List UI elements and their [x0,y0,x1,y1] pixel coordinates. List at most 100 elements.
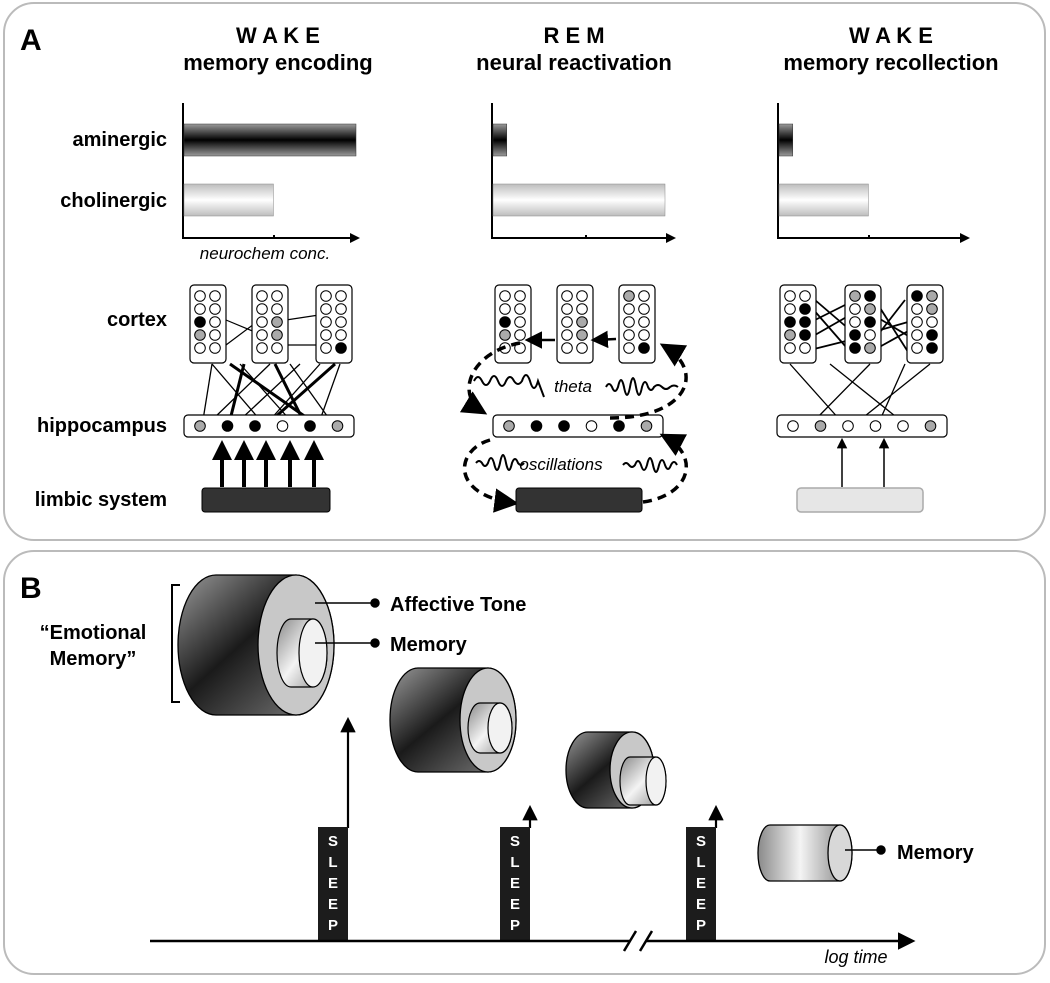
cortex-neuron [256,303,268,315]
sleep-letter: E [696,875,706,892]
cortex-neuron [514,290,526,302]
cortex-neuron [271,342,283,354]
row-label-limbic: limbic system [35,489,167,511]
time-axis [150,930,916,952]
cortex-neuron [499,303,511,315]
cortex-neuron [209,316,221,328]
cortex-neuron [623,329,635,341]
hippocampus-neuron [613,420,625,432]
cortex-neuron [864,303,876,315]
neurochem-bars [183,123,869,217]
cortex-neuron [849,290,861,302]
cortex-neuron [849,303,861,315]
cortex-neuron [864,342,876,354]
hippocampus-neuron [924,420,937,432]
hippocampus-neuron [558,420,570,432]
memory-cylinder-1-face [298,618,328,688]
hippocampus-neuron [503,420,515,432]
cortex-neuron [335,329,347,341]
aminergic-bar-recollection [778,123,794,157]
cortex-neuron [911,303,923,315]
cortex-neuron [320,290,332,302]
network-connection [814,363,871,421]
callout-memory: Memory [390,634,468,656]
col2-title: neural reactivation [476,50,672,75]
cortex-neuron [514,329,526,341]
sleep-letter: S [328,833,338,850]
network-connection [202,363,213,421]
emotional-memory-bracket [171,584,180,703]
cortex-neuron [561,316,573,328]
network-connection [289,363,331,421]
network-connection [211,363,271,421]
sleep-letter: E [510,896,520,913]
callout-memory-final: Memory [897,842,975,864]
cortex-neuron [784,342,796,354]
hippocampus-neuron [814,420,827,432]
cortex-neuron [799,342,811,354]
cortex-neuron [623,316,635,328]
network-connection [879,363,906,421]
cortex-neuron [911,342,923,354]
network-connection [809,339,851,351]
cortex-neuron [256,342,268,354]
limbic-box-encoding [201,487,331,513]
col1-state: W A K E [236,23,320,48]
cortex-neuron [849,316,861,328]
theta-wave-right [605,377,679,396]
row-label-hippocampus: hippocampus [37,415,167,437]
sleep-letter: L [328,854,337,871]
hippocampus-recollection [776,414,948,438]
cortex-neuron [209,329,221,341]
sleep-letter: L [696,854,705,871]
sleep-letter: E [328,896,338,913]
cortex-neuron [638,316,650,328]
hippocampus-neuron [194,420,206,432]
cortex-neuron [576,329,588,341]
sleep-block-2 [500,827,530,940]
cortex-neuron [784,290,796,302]
cortex-neuron [194,290,206,302]
hippocampus-neuron [787,420,799,432]
memory-cylinder-final-face [827,824,853,882]
network-connection [229,362,311,422]
cortex-neuron [561,303,573,315]
cortex-neuron [335,342,347,354]
hippocampus-neuron [221,420,234,432]
rem-loop-lower-right [642,433,689,504]
cortex-neuron [271,316,283,328]
memory-cylinders [177,574,853,882]
col3-title: memory recollection [783,50,998,75]
sleep-letter: E [696,896,706,913]
network-connection [269,363,321,421]
hippocampus-neuron [897,420,909,432]
cortex-neuron [194,329,206,341]
cortex-neuron [209,342,221,354]
axis-break-2 [638,930,654,952]
cortex-neuron [576,316,588,328]
aminergic-bar-rem [492,123,508,157]
callout-affective-tone: Affective Tone [390,594,526,616]
sleep-block-1 [318,827,348,940]
network-connection [829,363,901,421]
cortex-neuron [209,303,221,315]
network-connection [789,363,841,421]
cortex-neuron [799,329,811,341]
cortex-neuron [864,329,876,341]
cortex-neuron [209,290,221,302]
cortex-neuron [926,316,938,328]
limbic-box-recollection [796,487,924,513]
sleep-letter: E [510,875,520,892]
emotional-memory-label-2: Memory” [50,648,137,670]
cortex-neuron [499,329,511,341]
cortex-neuron [256,316,268,328]
osc-wave-right [622,457,678,473]
cortex-neuron [576,303,588,315]
osc-wave-left [475,454,525,471]
sleep-letter: P [328,917,338,934]
cortex-neuron [911,316,923,328]
col1-title: memory encoding [183,50,372,75]
cortex-neuron [576,342,588,354]
cortex-neuron [335,303,347,315]
